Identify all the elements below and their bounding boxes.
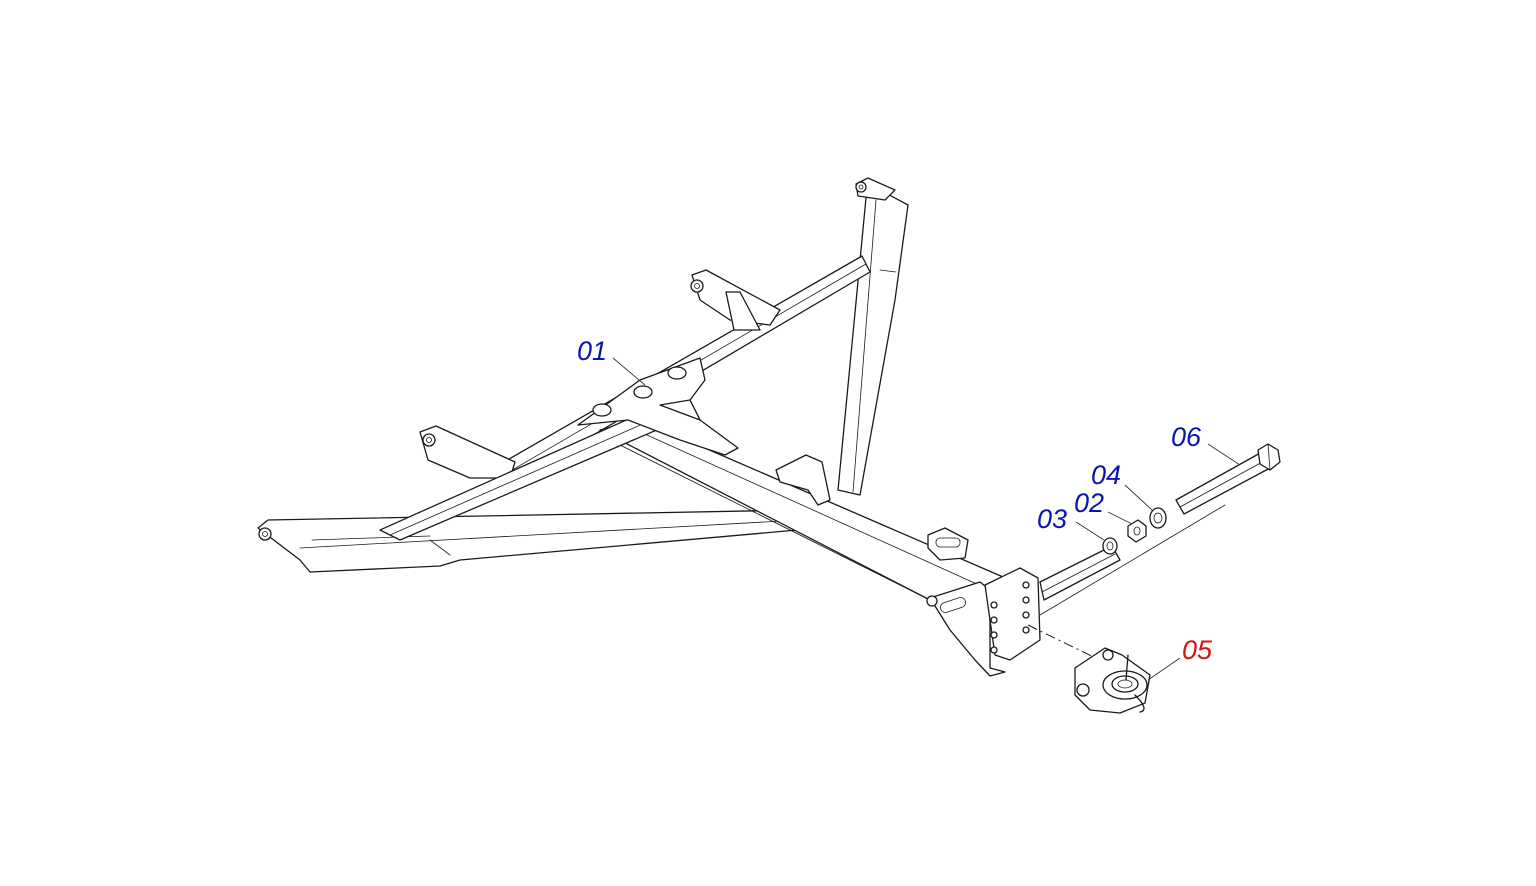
frame-part-01[interactable] <box>257 177 1226 677</box>
frame-beam-bracket <box>775 454 831 506</box>
leader-05 <box>1147 657 1181 681</box>
frame-center-plate <box>577 357 739 456</box>
frame-upright-arm <box>837 177 909 496</box>
leader-02 <box>1107 511 1133 525</box>
frame-slot-bracket <box>927 527 969 561</box>
leader-06 <box>1207 443 1241 466</box>
bearing-part-05[interactable] <box>1027 624 1151 714</box>
frame-bracket-upper <box>690 269 781 331</box>
leader-04 <box>1124 484 1153 511</box>
bolt-part-06[interactable] <box>1175 443 1281 515</box>
part-label-04[interactable]: 04 <box>1091 460 1121 490</box>
leader-lines <box>612 357 1241 681</box>
leader-01 <box>612 357 646 386</box>
washer-part-03[interactable] <box>1102 537 1118 555</box>
part-label-03[interactable]: 03 <box>1037 504 1067 534</box>
part-label-06[interactable]: 06 <box>1171 422 1202 452</box>
part-label-05[interactable]: 05 <box>1182 635 1213 665</box>
part-labels: 01 02 03 04 05 06 <box>577 336 1213 665</box>
frame-left-arm <box>257 509 821 573</box>
leader-03 <box>1075 521 1105 541</box>
part-label-02[interactable]: 02 <box>1074 488 1104 518</box>
part-label-01[interactable]: 01 <box>577 336 607 366</box>
frame-bracket-left <box>419 425 516 479</box>
nut-part-02[interactable] <box>1127 519 1147 543</box>
washer-part-04[interactable] <box>1149 507 1167 529</box>
frame-rear-extension <box>1039 504 1226 616</box>
frame-mount-plate <box>926 567 1041 677</box>
